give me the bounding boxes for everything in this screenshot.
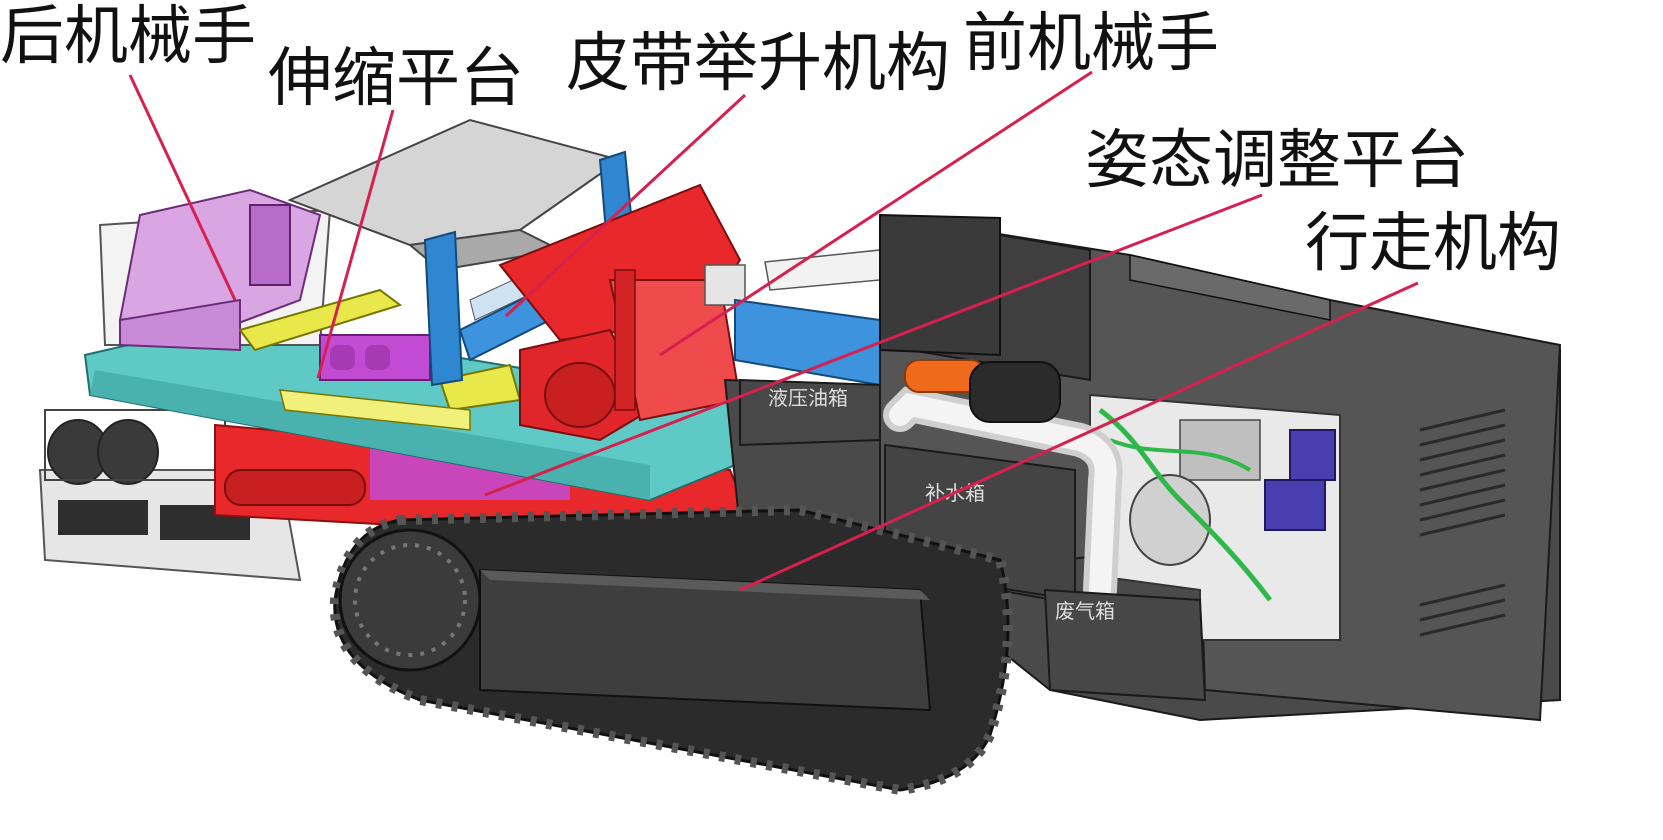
exhaust-pipe: [883, 359, 1123, 607]
callout-walking-mechanism: 行走机构: [1305, 207, 1561, 281]
exhaust-box-label: 废气箱: [1055, 599, 1115, 623]
leader-rear-manipulator: [128, 74, 237, 301]
leader-lines: [128, 70, 1419, 592]
crawler-track: [329, 504, 1013, 796]
leader-belt-lift-mechanism: [504, 93, 747, 318]
callout-attitude-adjust-platform: 姿态调整平台: [1085, 124, 1469, 198]
machine-illustration: 液压油箱 补水箱 废气箱: [38, 118, 1562, 796]
drive-sprocket: [338, 528, 482, 672]
leader-telescopic-platform: [316, 109, 395, 379]
callout-telescopic-platform: 伸缩平台: [268, 42, 524, 116]
hydraulic-tank-label: 液压油箱: [768, 386, 848, 410]
front-manipulator-body: [498, 183, 746, 442]
leader-front-manipulator: [659, 70, 1093, 357]
callout-belt-lift-mechanism: 皮带举升机构: [566, 27, 950, 101]
top-box: [879, 213, 1331, 357]
side-grille: [1419, 408, 1506, 637]
leader-attitude-adjust-platform: [484, 193, 1263, 497]
rear-manipulator-body: [118, 188, 322, 352]
callout-labels: 后机械手 伸缩平台 皮带举升机构 前机械手 姿态调整平台 行走机构: [0, 0, 1561, 281]
callout-front-manipulator: 前机械手: [963, 7, 1219, 81]
blue-side-tank: [734, 249, 881, 387]
callout-rear-manipulator: 后机械手: [0, 0, 256, 74]
purple-parts: [319, 334, 431, 381]
leader-walking-mechanism: [739, 281, 1419, 592]
engine-compartment: [1089, 393, 1341, 641]
